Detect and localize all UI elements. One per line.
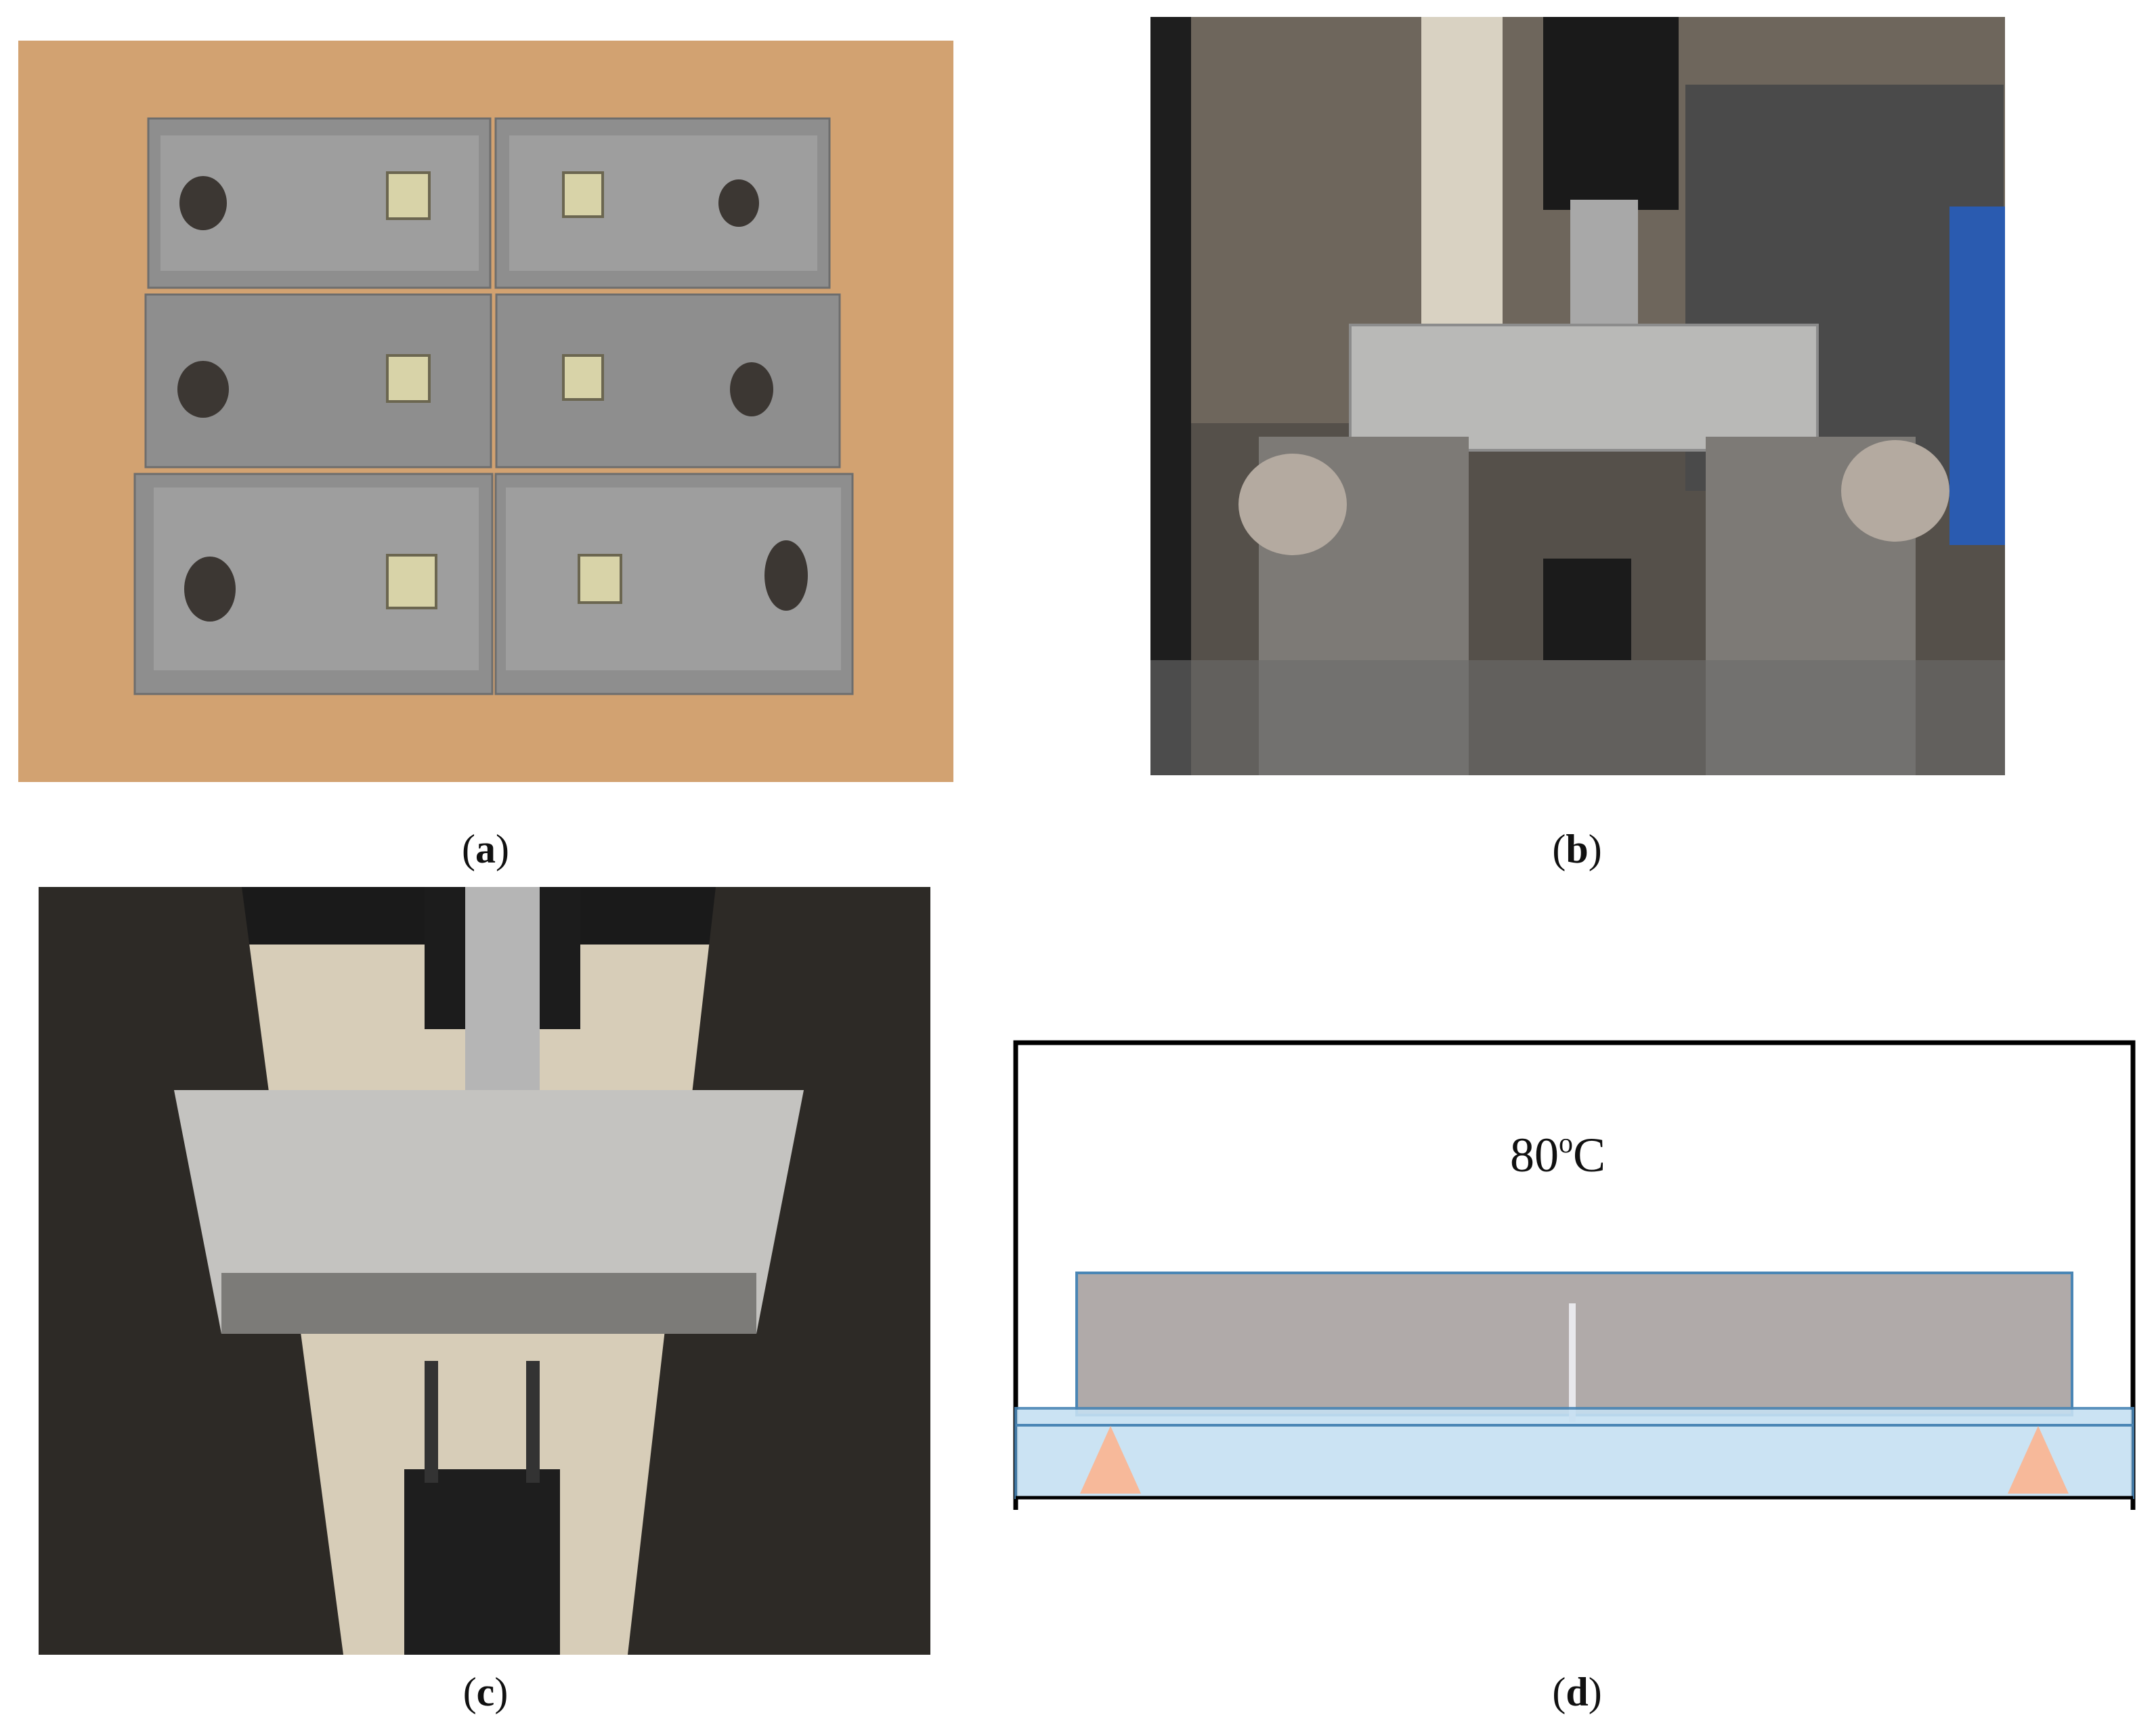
caption-c: (c) [462,1670,509,1714]
water-bath [1014,1407,2134,1499]
caption-a: (a) [462,827,509,871]
panel-d-schematic [1009,1036,2140,1510]
caption-b: (b) [1552,827,1602,871]
panel-b-photo [1150,17,2005,775]
temperature-label: 80oC [1510,1128,1606,1182]
left-support [1080,1426,1141,1494]
oven-schematic [1013,1040,2136,1510]
bending-closeup-image [39,887,930,1655]
specimen-halves-image [18,41,953,782]
bending-setup-image [1150,17,2005,775]
caption-d: (d) [1552,1670,1602,1714]
right-support [2008,1426,2069,1494]
panel-c-photo [39,887,930,1655]
notch [1569,1303,1576,1422]
panel-a-photo [18,41,953,782]
